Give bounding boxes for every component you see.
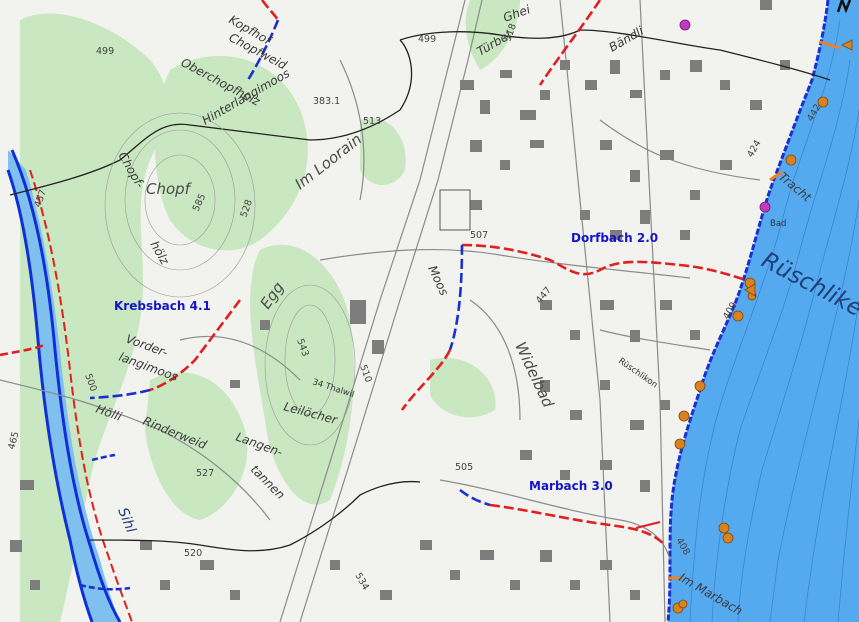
spot-height: 499 xyxy=(96,46,114,57)
spot-height: 424 xyxy=(745,138,764,159)
place-label: Moos xyxy=(425,263,451,297)
krebsbach-hazard-red xyxy=(149,299,242,392)
spot-height: 527 xyxy=(196,468,214,479)
spot-height: 383.1 xyxy=(313,96,340,107)
river-hazard-red xyxy=(29,169,133,622)
dorfbach-hazard-red xyxy=(461,243,753,284)
kopfhof-hazard-red xyxy=(260,0,280,21)
magenta-marker-icon xyxy=(679,19,691,31)
orange-marker-icon xyxy=(785,154,797,166)
spot-height: 520 xyxy=(184,548,202,559)
dorfbach-hazard-red-lower xyxy=(400,349,452,411)
shoreline xyxy=(666,0,830,622)
spot-height: 513 xyxy=(363,116,381,127)
orange-marker-icon xyxy=(694,380,706,392)
place-label: Bad xyxy=(770,219,786,229)
spot-height: 507 xyxy=(470,230,488,241)
krebsbach-hazard-blue xyxy=(89,388,151,400)
buildings xyxy=(10,0,790,600)
place-label: Widelbad xyxy=(511,339,557,411)
spot-height: 505 xyxy=(455,462,473,473)
west-hazard-red xyxy=(0,343,46,357)
orange-marker-icon xyxy=(678,410,690,422)
magenta-markers[interactable] xyxy=(679,19,771,213)
stream-label-krebsbach[interactable]: Krebsbach 4.1 xyxy=(114,299,211,313)
hazard-lines xyxy=(0,0,841,591)
orange-marker-icon xyxy=(718,522,730,534)
top-hazard-red xyxy=(538,0,602,86)
stream-label-marbach[interactable]: Marbach 3.0 xyxy=(529,479,613,493)
orange-markers[interactable] xyxy=(672,39,853,614)
spot-height: 499 xyxy=(418,34,436,45)
orange-marker-icon xyxy=(732,310,744,322)
spot-height: 510 xyxy=(357,363,374,384)
lake xyxy=(668,0,859,622)
orange-marker-icon xyxy=(841,39,853,51)
river-label: Sihl xyxy=(114,506,138,536)
place-label: Chopf xyxy=(146,180,193,198)
lake-contours xyxy=(689,19,859,622)
spot-height: 534 xyxy=(352,571,371,592)
river-bank-right xyxy=(10,149,122,622)
magenta-marker-icon xyxy=(759,201,771,213)
orange-marker-icon xyxy=(722,532,734,544)
river-fill xyxy=(8,150,120,622)
kopfhof-hazard-blue xyxy=(246,19,280,81)
stream-label-dorfbach[interactable]: Dorfbach 2.0 xyxy=(571,231,658,245)
marbach-hazard-blue xyxy=(459,488,491,507)
spot-height: 465 xyxy=(6,430,21,450)
river-bank-left xyxy=(6,169,94,622)
north-arrow-icon xyxy=(836,0,852,14)
orange-marker-icon xyxy=(674,438,686,450)
orange-marker-icon xyxy=(678,599,688,609)
orange-marker-icon xyxy=(744,283,756,297)
orange-marker-icon xyxy=(817,96,829,108)
place-label: Rüschlikon xyxy=(616,356,659,390)
marbach-hazard-red xyxy=(489,503,666,546)
place-label: Bändli xyxy=(607,23,647,54)
terrain-contours xyxy=(104,112,356,446)
dorfbach-hazard-blue xyxy=(448,244,464,351)
